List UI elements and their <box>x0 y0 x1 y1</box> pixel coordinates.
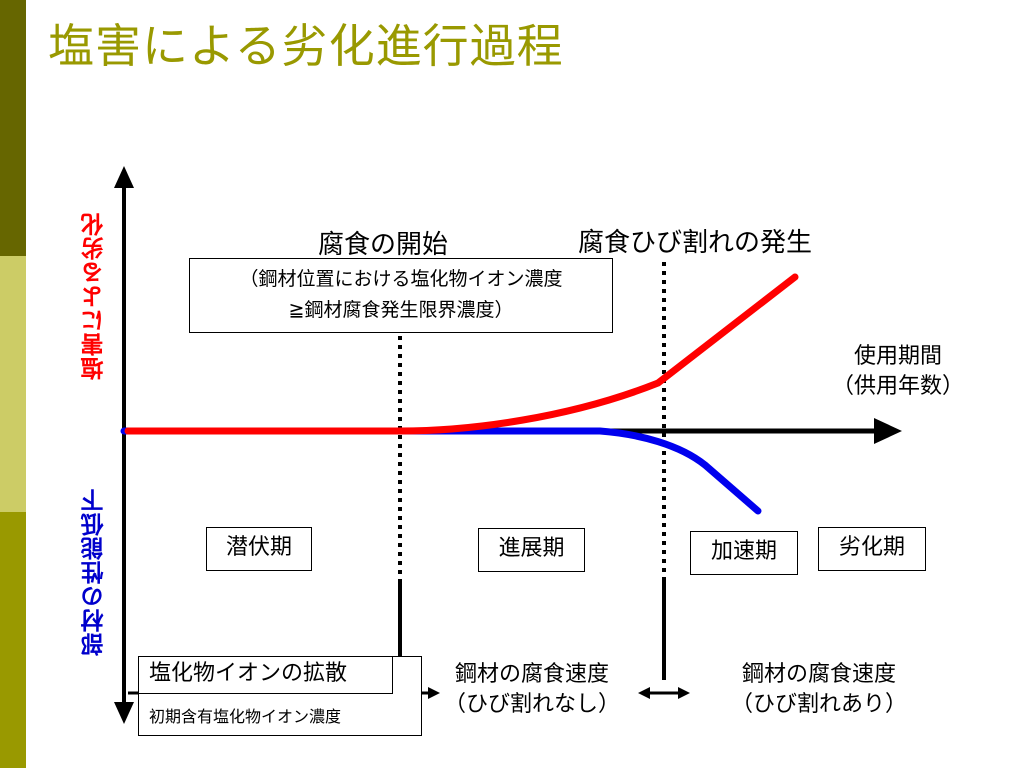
deterioration-curve <box>124 273 799 435</box>
phase-latent: 潜伏期 <box>206 527 312 571</box>
speed-no-crack-line2: （ひび割れなし） <box>443 692 620 717</box>
x-axis-arrow <box>874 418 902 444</box>
condition-line1: （鋼材位置における塩化物イオン濃度 <box>239 268 563 290</box>
phase-progress: 進展期 <box>478 528 585 572</box>
diffusion-box: 塩化物イオンの拡散 初期含有塩化物イオン濃度 <box>138 656 422 736</box>
double-arrow-2-left-head <box>638 687 650 699</box>
sidebar-band-bottom <box>0 512 26 768</box>
speed-crack-label: 鋼材の腐食速度 （ひび割れあり） <box>706 660 932 720</box>
sidebar-band-top <box>0 0 26 256</box>
y-axis-lower-label: 部材の性能低下 <box>82 488 108 656</box>
condition-line2: ≧鋼材腐食発生限界濃度） <box>288 299 514 321</box>
x-axis-label-line1: 使用期間 <box>853 344 942 369</box>
y-axis-arrow-up <box>114 166 134 188</box>
sidebar-accent <box>0 0 26 768</box>
speed-crack-line1: 鋼材の腐食速度 <box>741 662 896 687</box>
double-arrow-1-right-head <box>428 687 440 699</box>
crack-start-label: 腐食ひび割れの発生 <box>578 228 813 258</box>
corrosion-condition-box: （鋼材位置における塩化物イオン濃度 ≧鋼材腐食発生限界濃度） <box>189 258 613 333</box>
y-axis-upper-label: 塩害による劣化 <box>82 212 108 380</box>
diffusion-label: 塩化物イオンの拡散 <box>139 657 393 694</box>
sidebar-band-middle <box>0 256 26 512</box>
double-arrow-2-right-head <box>678 687 690 699</box>
speed-no-crack-label: 鋼材の腐食速度 （ひび割れなし） <box>420 660 644 720</box>
initial-concentration-label: 初期含有塩化物イオン濃度 <box>149 707 342 726</box>
phase-acceleration: 加速期 <box>690 531 798 575</box>
phase-deterioration: 劣化期 <box>818 527 926 571</box>
speed-no-crack-line1: 鋼材の腐食速度 <box>454 662 609 687</box>
corrosion-start-label: 腐食の開始 <box>318 230 449 260</box>
slide-title: 塩害による劣化進行過程 <box>48 19 564 73</box>
x-axis-label: 使用期間 （供用年数） <box>812 342 984 402</box>
x-axis-label-line2: （供用年数） <box>831 374 964 399</box>
speed-crack-line2: （ひび割れあり） <box>730 692 907 717</box>
y-axis-arrow-down <box>114 702 134 724</box>
performance-decline-curve <box>120 427 762 515</box>
